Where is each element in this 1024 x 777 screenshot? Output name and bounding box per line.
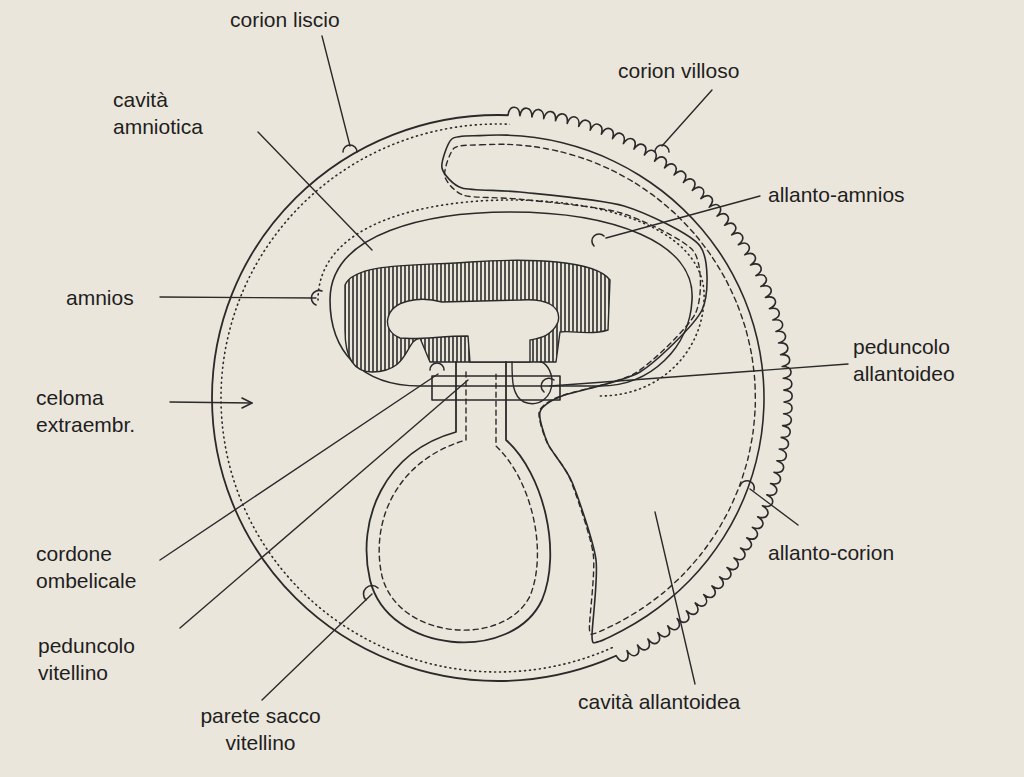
embryo-gut: [388, 299, 559, 362]
embryo: [345, 260, 610, 372]
arrowhead: [242, 398, 252, 408]
part-label: peduncolo allantoideo: [853, 333, 1003, 387]
allantois-wall-inner: [445, 144, 756, 634]
part-label: parete sacco vitellino: [168, 702, 353, 756]
part-label: allanto-amnios: [768, 181, 968, 208]
part-label: peduncolo vitellino: [38, 632, 178, 686]
part-label: cavità allantoidea: [578, 688, 808, 715]
part-label: corion villoso: [618, 57, 808, 84]
yolk-sac-inner: [379, 372, 537, 630]
part-label: cordone ombelicale: [36, 540, 166, 594]
part-label: celoma extraembr.: [36, 384, 166, 438]
part-label: corion liscio: [230, 6, 390, 33]
part-label: cavità amniotica: [113, 86, 218, 140]
part-label: allanto-corion: [768, 539, 968, 566]
allantoic-stalk: [512, 362, 552, 404]
allantois-wall: [442, 135, 764, 643]
amnion: [330, 212, 692, 386]
leader-lines: [160, 36, 848, 700]
leader-hooks: [311, 145, 754, 600]
amnion-stipple: [318, 200, 704, 396]
part-label: amnios: [66, 284, 161, 311]
